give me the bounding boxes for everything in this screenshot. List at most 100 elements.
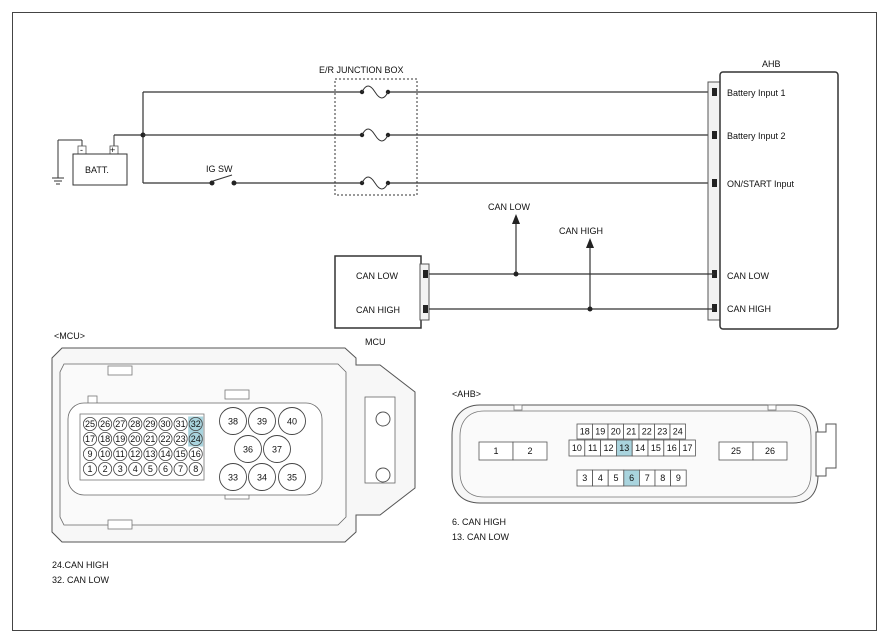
- fuse-2: [359, 128, 391, 142]
- mcu-pin-can-high: CAN HIGH: [356, 305, 400, 315]
- mcu-pin-number: 31: [176, 419, 186, 429]
- mcu-pin-number: 5: [148, 464, 153, 474]
- mcu-pin-number: 26: [100, 419, 110, 429]
- mcu-module: CAN LOW CAN HIGH MCU: [334, 255, 430, 347]
- mcu-pin-number: 15: [176, 449, 186, 459]
- ahb-pin: [679, 439, 696, 457]
- mcu-pin-number: 7: [178, 464, 183, 474]
- mcu-pin: [143, 446, 158, 461]
- mcu-pin: [143, 416, 158, 431]
- ahb-pin-number: 10: [572, 443, 582, 453]
- mcu-pin: [188, 431, 203, 446]
- mcu-pin: [113, 446, 128, 461]
- mcu-pin-number: 19: [115, 434, 125, 444]
- mcu-large-pin: [248, 407, 276, 435]
- mcu-pin: [128, 461, 143, 476]
- mcu-pin-number: 28: [130, 419, 140, 429]
- ahb-note-2: 13. CAN LOW: [452, 532, 510, 542]
- mcu-pin-number: 29: [145, 419, 155, 429]
- ahb-label: AHB: [762, 59, 781, 69]
- ahb-pin-number: 19: [595, 427, 605, 437]
- ahb-pin-number: 24: [673, 427, 683, 437]
- mcu-large-pin: [263, 435, 291, 463]
- can-low-branch-label: CAN LOW: [488, 202, 531, 212]
- mcu-pin: [113, 416, 128, 431]
- mcu-pin: [158, 461, 173, 476]
- ahb-pin-number: 8: [660, 473, 665, 483]
- mcu-large-pin: [278, 463, 306, 491]
- can-high-branch-label: CAN HIGH: [559, 226, 603, 236]
- mcu-pin-number: 9: [87, 449, 92, 459]
- mcu-pin: [113, 431, 128, 446]
- ahb-pin-battery-input-1: Battery Input 1: [727, 88, 786, 98]
- mcu-large-pin-number: 38: [228, 417, 238, 427]
- ahb-pin: [512, 441, 548, 461]
- mcu-pin: [173, 446, 188, 461]
- mcu-pin: [83, 446, 98, 461]
- ahb-pin-number: 2: [527, 446, 532, 456]
- mcu-pin: [158, 431, 173, 446]
- ahb-pin-number: 16: [667, 443, 677, 453]
- ahb-pin-battery-input-2: Battery Input 2: [727, 131, 786, 141]
- ahb-pin-number: 20: [611, 427, 621, 437]
- mcu-large-pin-number: 33: [228, 473, 238, 483]
- ahb-pin-number: 13: [619, 443, 629, 453]
- mcu-pin: [98, 461, 113, 476]
- mcu-pin-number: 16: [191, 449, 201, 459]
- mcu-large-pin-number: 35: [287, 473, 297, 483]
- mcu-pin: [83, 416, 98, 431]
- mcu-large-pin-number: 36: [243, 445, 253, 455]
- ahb-pin-number: 18: [580, 427, 590, 437]
- ahb-pin: [669, 423, 686, 440]
- junction-box: E/R JUNCTION BOX: [319, 65, 418, 196]
- mcu-pin-can-low: CAN LOW: [356, 271, 399, 281]
- ahb-module: AHB Battery Input 1 Battery Input 2 ON/S…: [707, 59, 839, 330]
- mcu-pin: [158, 446, 173, 461]
- battery-plus: +: [110, 145, 115, 155]
- mcu-label: MCU: [365, 337, 386, 347]
- mcu-pin: [83, 461, 98, 476]
- ahb-pin-number: 23: [657, 427, 667, 437]
- mcu-pin: [83, 431, 98, 446]
- mcu-pin: [158, 416, 173, 431]
- mcu-pin-number: 32: [191, 419, 201, 429]
- mcu-pin-number: 20: [130, 434, 140, 444]
- mcu-pin: [113, 461, 128, 476]
- mcu-note-1: 24.CAN HIGH: [52, 560, 109, 570]
- ahb-note-1: 6. CAN HIGH: [452, 517, 506, 527]
- mcu-pin-number: 25: [85, 419, 95, 429]
- ahb-pin-number: 26: [765, 446, 775, 456]
- page-frame: [12, 12, 877, 631]
- mcu-pin-number: 8: [193, 464, 198, 474]
- ahb-pin-number: 15: [651, 443, 661, 453]
- mcu-pin: [98, 446, 113, 461]
- ahb-pin-number: 9: [676, 473, 681, 483]
- ahb-pin: [752, 441, 788, 461]
- mcu-pin-number: 14: [160, 449, 170, 459]
- fuse-1: [359, 85, 391, 99]
- battery: - + BATT.: [52, 134, 143, 186]
- mcu-pin-number: 23: [176, 434, 186, 444]
- mcu-pin: [188, 416, 203, 431]
- ahb-pin-number: 1: [493, 446, 498, 456]
- mcu-pin: [173, 416, 188, 431]
- ahb-pin-number: 7: [645, 473, 650, 483]
- mcu-pin-number: 13: [145, 449, 155, 459]
- mcu-pin-number: 18: [100, 434, 110, 444]
- power-wires: [140, 91, 714, 184]
- mcu-large-pin-number: 34: [257, 473, 267, 483]
- ahb-pin-number: 21: [626, 427, 636, 437]
- can-wires: CAN LOW CAN HIGH: [429, 202, 714, 312]
- mcu-pin-number: 22: [160, 434, 170, 444]
- battery-label: BATT.: [85, 165, 109, 175]
- mcu-pin: [143, 461, 158, 476]
- mcu-pin-number: 21: [145, 434, 155, 444]
- ahb-connector-title: <AHB>: [452, 389, 481, 399]
- mcu-large-pin-number: 40: [287, 417, 297, 427]
- mcu-pin: [143, 431, 158, 446]
